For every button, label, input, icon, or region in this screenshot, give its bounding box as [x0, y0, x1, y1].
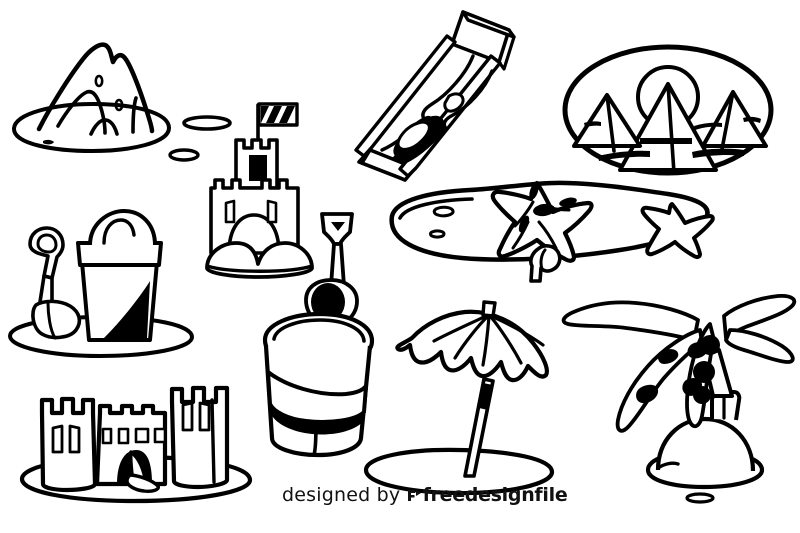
starfish-spot-top: [529, 182, 539, 200]
palm-frond-left-lower: [615, 328, 704, 433]
castle-sand-base: [205, 241, 314, 279]
big-castle-window-w3: [134, 427, 150, 444]
palm-frond-notch-1: [657, 349, 679, 364]
hourglass-bulb-upper-left: [421, 54, 475, 121]
palm-tree-illustration: [561, 293, 797, 504]
watermark: designed by freedesignfile: [282, 484, 568, 506]
big-castle-window-w1: [101, 427, 113, 445]
bucket-shading: [104, 281, 150, 338]
hourglass-sand-chunk: [396, 120, 431, 151]
big-castle-window-r2: [198, 401, 211, 432]
pyramids-ground-line-1: [640, 138, 692, 144]
patch-pebble-2: [429, 229, 446, 239]
shell-ridge: [539, 248, 547, 271]
sand-pile-base-nub: [43, 139, 54, 145]
umbrella-base: [363, 447, 555, 496]
palm-mound-fold: [656, 461, 680, 470]
sand-pile-pebble-1: [94, 74, 104, 88]
shell: [529, 244, 562, 283]
hourglass-illustration: [354, 10, 516, 182]
bucket-shovel-illustration: [8, 209, 194, 358]
hourglass-bulb-lower-right: [403, 125, 447, 164]
pyramids-ground-line-5: [584, 121, 601, 127]
shovel-grip-hole: [36, 233, 58, 254]
castle-window-left: [224, 199, 236, 224]
pebbles-group-top: [168, 115, 232, 162]
shovel-blade-rib: [46, 301, 57, 340]
pyramids-ground-line-3: [692, 148, 744, 158]
big-castle-window-l2: [68, 424, 81, 454]
starfish-sand-illustration: [389, 180, 715, 283]
bucket2-bottom-seam: [312, 421, 318, 457]
big-sandcastle-illustration: [19, 385, 253, 504]
pebble-1: [182, 115, 232, 131]
palm-pebble: [685, 492, 715, 504]
palm-coconut-2: [693, 361, 715, 383]
hourglass-post-left: [354, 34, 457, 158]
spade-grip-hole: [331, 222, 345, 231]
bucket-spade-illustration: [262, 212, 375, 458]
palm-frond-left-upper: [561, 300, 700, 342]
starfish-large-ridges: [511, 200, 571, 250]
starfish-spot-right: [559, 197, 577, 207]
bucket-rim-band: [76, 241, 163, 267]
bucket2-rim-inner: [272, 318, 366, 343]
big-castle-window-w4: [153, 427, 167, 444]
shovel-blade: [31, 299, 82, 340]
starfish-small: [640, 202, 715, 260]
watermark-prefix: designed by: [282, 484, 407, 506]
big-castle-window-r1: [181, 401, 194, 432]
sand-pile-mound: [36, 42, 155, 134]
pyramids-ground-line-2: [598, 150, 650, 161]
umbrella-canopy: [395, 309, 549, 383]
sand-pile-fold-right: [131, 96, 138, 134]
castle-tower-window-dark: [249, 155, 267, 181]
castle-sand-base-line: [205, 264, 314, 273]
big-castle-tower-right-edge: [210, 398, 216, 484]
castle-arch-door: [227, 213, 281, 255]
sand-pile-base: [12, 102, 171, 153]
starfish-spot-lower: [518, 215, 530, 233]
sand-pile-pebble-2: [114, 98, 124, 112]
big-castle-window-l1: [51, 424, 64, 454]
hourglass-bulb-upper-right: [442, 69, 494, 129]
pyramids-ground-line-6: [743, 116, 761, 123]
patch-pebble-1: [432, 205, 455, 218]
pyramids-ground-line-4: [694, 122, 722, 130]
big-castle-window-w2: [117, 427, 130, 445]
pyramid-center-edge: [666, 82, 676, 175]
castle-flag-stripes: [261, 106, 295, 123]
starfish-spot-center: [533, 203, 555, 217]
watermark-brand: freedesignfile: [422, 484, 568, 506]
castle-window-right: [266, 199, 278, 224]
umbrella-pole-shadow: [479, 383, 493, 410]
pyramid-center: [618, 82, 718, 172]
bucket-sand-fold: [102, 218, 136, 245]
beach-umbrella-illustration: [363, 300, 555, 496]
bucket2-shading: [271, 404, 364, 435]
pyramid-right-edge: [720, 90, 735, 151]
big-castle-sand-lump: [125, 473, 160, 493]
big-castle-tower-left: [39, 396, 98, 493]
palm-frond-right-lower: [724, 328, 795, 364]
pebble-2: [168, 148, 200, 162]
spade-blade-hollow: [311, 283, 345, 321]
hourglass-sand-upper: [443, 92, 465, 113]
palm-sand-mound: [655, 416, 756, 472]
palm-coconut-3: [693, 386, 711, 404]
palm-frond-notch-2: [636, 384, 659, 404]
palm-coconut-1: [700, 335, 720, 355]
pyramids-oval-illustration: [562, 44, 774, 176]
freedesignfile-logo-icon: [407, 486, 422, 501]
sandcastle-flag-illustration: [205, 102, 314, 279]
starfish-patch-line: [398, 197, 474, 220]
umbrella-finial: [481, 300, 497, 318]
sand-pile-illustration: [12, 42, 171, 153]
sand-pile-fold-bump: [89, 118, 119, 136]
umbrella-ribs: [432, 313, 545, 367]
pyramid-left: [572, 93, 642, 148]
pyramid-left-edge: [605, 93, 616, 153]
